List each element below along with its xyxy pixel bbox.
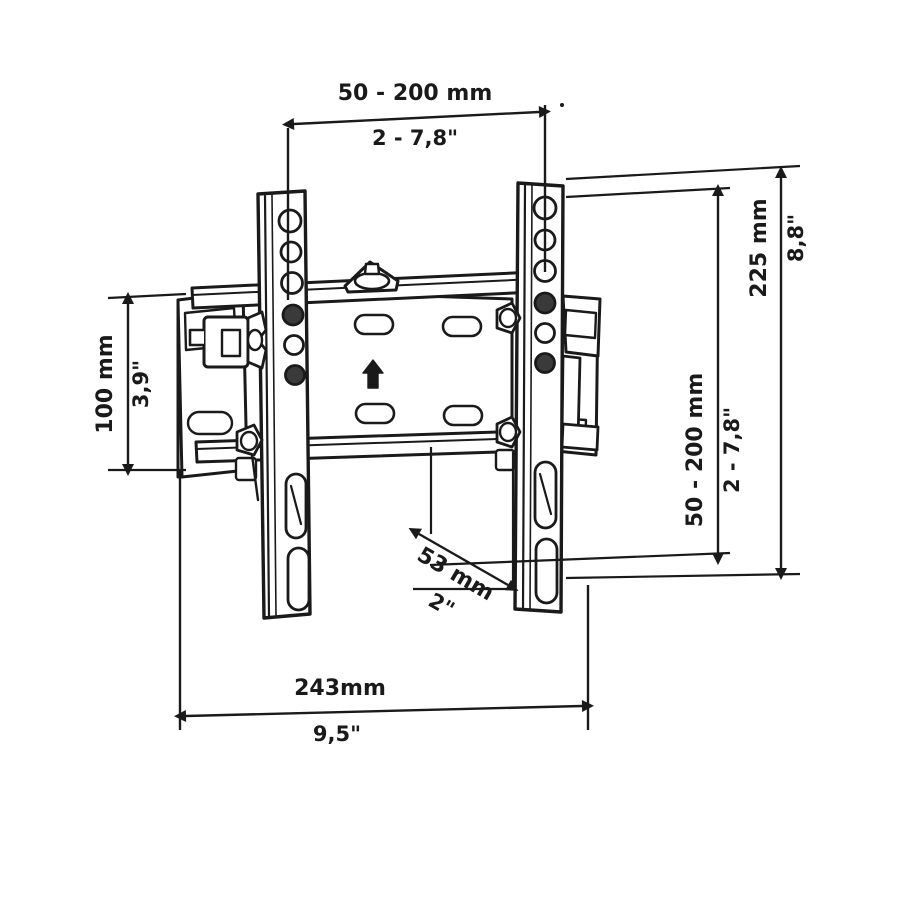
right-upper-clamp — [495, 301, 522, 335]
left-height-metric-label: 100 mm — [93, 334, 118, 433]
rail-hole — [277, 208, 303, 234]
top-width-metric-label: 50 - 200 mm — [338, 81, 493, 106]
wall-plate-slot — [441, 315, 483, 338]
wall-plate-slot — [354, 402, 396, 425]
rail-slot — [534, 537, 559, 605]
rail-hole — [280, 271, 304, 295]
wall-plate-slot — [353, 313, 395, 336]
left-height-imperial-label: 3,9" — [129, 360, 153, 408]
dimension-arrow — [174, 700, 594, 722]
right-inner-height-metric-label: 50 - 200 mm — [683, 373, 708, 528]
rail-slot — [286, 546, 311, 612]
up-orientation-arrow-icon — [362, 359, 384, 389]
right-vertical-rail — [513, 181, 565, 614]
extension-line — [107, 292, 187, 300]
right-outer-height-imperial-label: 8,8" — [784, 214, 808, 262]
dimension-bottom-width — [174, 470, 594, 730]
left-vertical-rail — [256, 189, 312, 620]
reference-tick-dot — [560, 103, 564, 107]
right-lower-clamp — [494, 415, 522, 472]
bottom-width-imperial-label: 9,5" — [313, 722, 361, 746]
keyhole-hook — [343, 260, 400, 294]
right-inner-height-imperial-label: 2 - 7,8" — [720, 407, 744, 493]
right-tilt-bracket — [560, 294, 602, 452]
top-width-imperial-label: 2 - 7,8" — [372, 126, 458, 150]
dimension-left-height — [107, 292, 187, 476]
dimension-depth — [408, 447, 519, 591]
dimension-top-width — [282, 105, 551, 300]
left-adjustment-knob — [188, 310, 268, 370]
dimension-arrow — [282, 106, 551, 130]
rail-hole-filled — [533, 291, 557, 315]
dimension-right-outer-height — [565, 164, 801, 580]
rail-hole — [534, 322, 556, 344]
rail-hole-filled — [284, 364, 306, 386]
rail-hole-filled — [281, 303, 305, 327]
rail-hole — [279, 240, 303, 264]
wall-plate-slot — [442, 404, 484, 427]
center-wall-plate — [298, 290, 514, 450]
extension-line — [565, 572, 801, 580]
extension-line — [565, 164, 801, 181]
extension-line — [565, 186, 731, 199]
bottom-width-metric-label: 243mm — [294, 676, 386, 701]
rail-hole-filled — [534, 352, 556, 374]
right-outer-height-metric-label: 225 mm — [747, 198, 772, 297]
left-lower-clamp — [234, 423, 264, 502]
wall-mount-product — [176, 181, 602, 620]
rail-hole — [283, 334, 305, 356]
dimension-arrow — [408, 528, 519, 591]
